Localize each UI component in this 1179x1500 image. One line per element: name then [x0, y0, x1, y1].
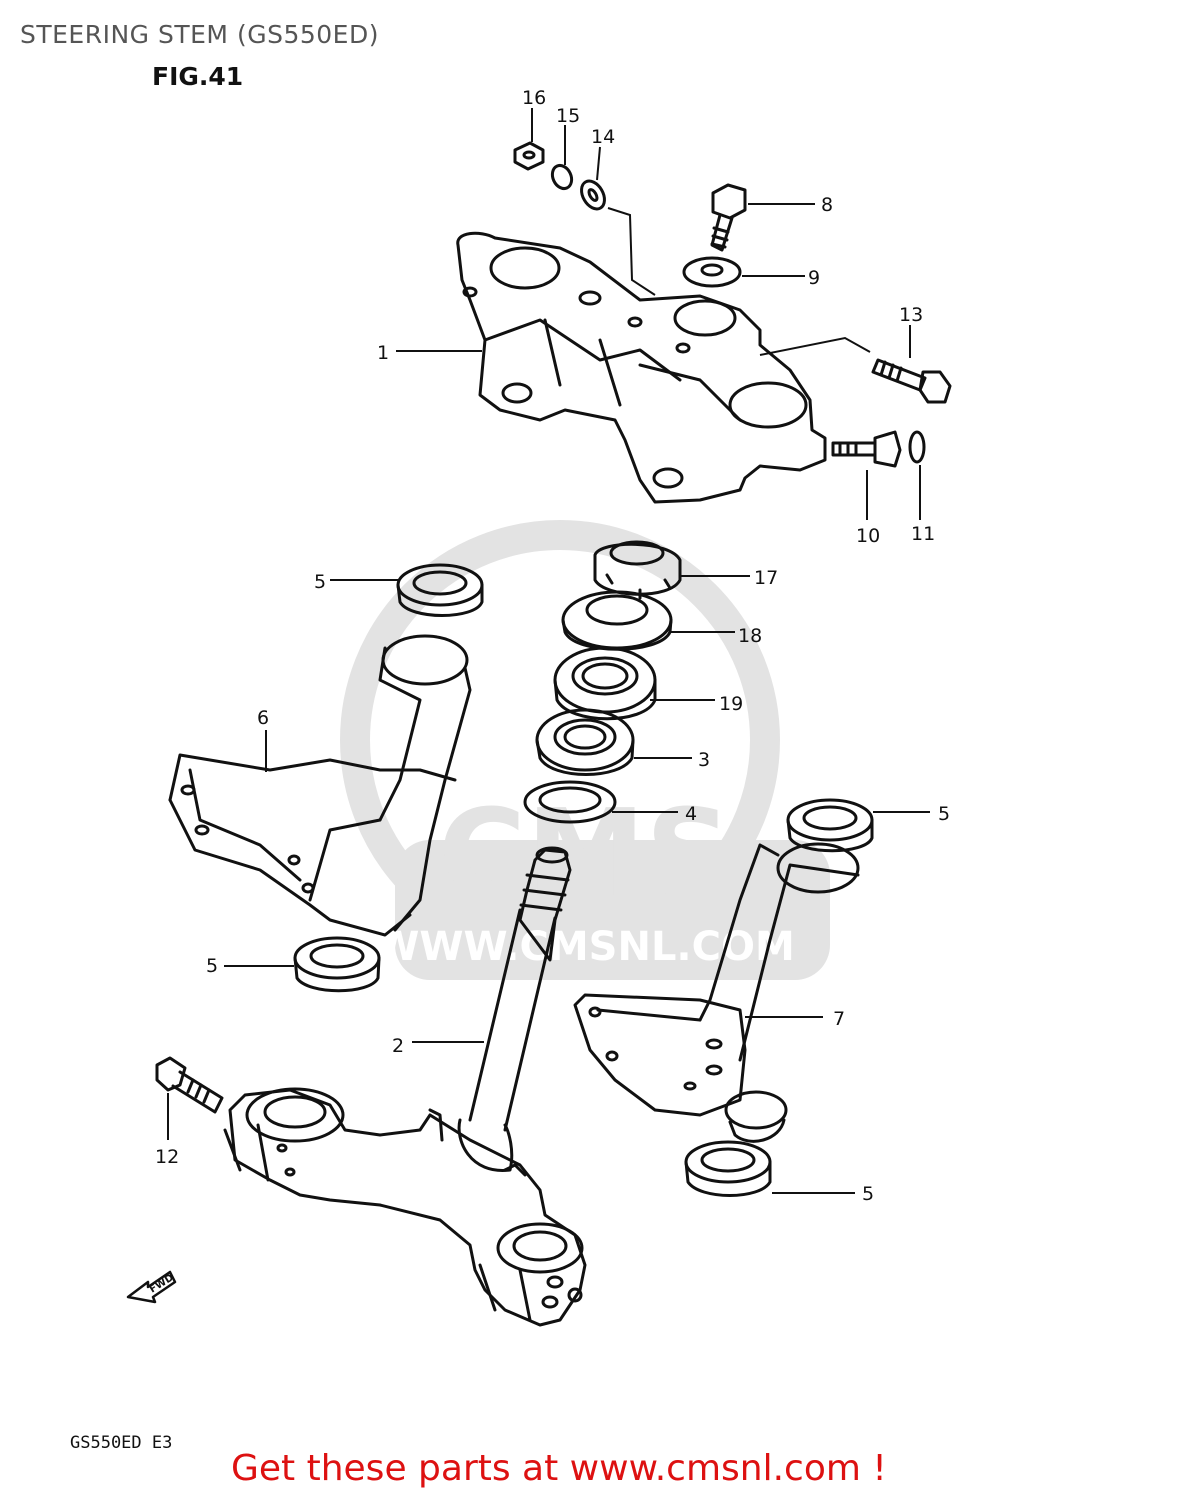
part-15-lock-washer [550, 163, 574, 191]
part-14-washer [580, 179, 606, 211]
part-6-left-bracket [168, 634, 472, 937]
callout-7: 7 [833, 1008, 845, 1030]
callout-5-lower-left: 5 [206, 955, 218, 977]
callout-9: 9 [808, 267, 820, 289]
callout-1: 1 [377, 342, 389, 364]
watermark-brand: CMS [438, 785, 732, 924]
part-8-bolt [710, 183, 747, 252]
part-10-bolt [831, 430, 902, 468]
page-title: STEERING STEM (GS550ED) [20, 20, 379, 49]
part-5-seal-lower-left [293, 936, 381, 993]
figure-label: FIG.41 [152, 62, 244, 91]
callout-3: 3 [698, 749, 710, 771]
part-1-upper-bracket [456, 231, 827, 504]
callout-11: 11 [911, 523, 935, 545]
part-5-seal-right-lower [684, 1140, 772, 1197]
fwd-arrow-icon [126, 1270, 177, 1304]
model-code: GS550ED E3 [70, 1433, 173, 1453]
leader-lines [167, 108, 930, 1194]
part-12-bolt [155, 1056, 224, 1114]
callout-8: 8 [821, 194, 833, 216]
callout-12: 12 [155, 1146, 179, 1168]
callout-16: 16 [522, 87, 546, 109]
callout-14: 14 [591, 126, 615, 148]
part-11-washer [908, 430, 926, 464]
part-16-nut [513, 141, 545, 171]
part-3-bearing [535, 708, 635, 776]
part-4-washer [523, 780, 617, 824]
part-9-washer [682, 256, 742, 288]
callout-13: 13 [899, 304, 923, 326]
callout-10: 10 [856, 525, 880, 547]
callout-2: 2 [392, 1035, 404, 1057]
part-13-bolt [871, 358, 952, 404]
callout-5-right-lower: 5 [862, 1183, 874, 1205]
footer-link[interactable]: Get these parts at www.cmsnl.com ! [231, 1448, 887, 1489]
callout-18: 18 [738, 625, 762, 647]
part-7-right-bracket [573, 842, 860, 1143]
part-2-steering-stem [223, 846, 587, 1327]
part-5-seal-upper-left [396, 563, 484, 617]
callout-6: 6 [257, 707, 269, 729]
cmsnl-watermark: CMS WWW.CMSNL.COM [340, 520, 830, 980]
callout-5-upper-left: 5 [314, 571, 326, 593]
callout-numbers: 16 15 14 8 9 13 1 10 11 5 17 18 19 6 3 4… [155, 87, 950, 1205]
callout-4: 4 [685, 803, 697, 825]
callout-15: 15 [556, 105, 580, 127]
part-18-dust-seal [561, 590, 673, 651]
callout-19: 19 [719, 693, 743, 715]
part-5-seal-right-upper [786, 798, 874, 853]
part-19-bearing [553, 646, 657, 721]
callout-17: 17 [754, 567, 778, 589]
callout-5-right-upper: 5 [938, 803, 950, 825]
